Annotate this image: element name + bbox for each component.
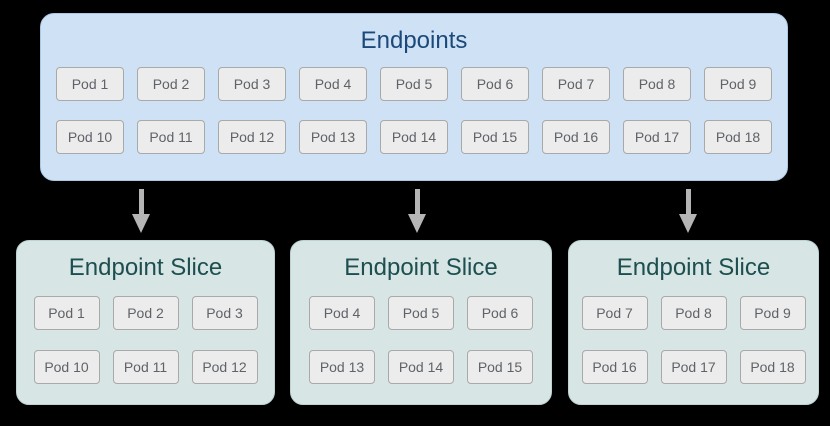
pod-chip: Pod 7: [581, 296, 648, 330]
arrow-head: [408, 214, 426, 233]
endpoint-slice-box-1: Endpoint Slice Pod 1 Pod 2 Pod 3 Pod 10 …: [16, 240, 275, 405]
arrow-down-icon: [408, 189, 427, 233]
slice-1-pod-row-1: Pod 1 Pod 2 Pod 3: [17, 296, 274, 330]
endpoint-slice-title: Endpoint Slice: [616, 254, 771, 281]
pod-chip: Pod 10: [56, 120, 124, 154]
pod-chip: Pod 3: [191, 296, 258, 330]
arrow-shaft: [415, 189, 420, 214]
endpoint-slice-title: Endpoint Slice: [344, 254, 498, 281]
pod-chip: Pod 1: [33, 296, 100, 330]
slice-3-pod-row-2: Pod 16 Pod 17 Pod 18: [569, 350, 818, 384]
endpoint-slice-title: Endpoint Slice: [68, 254, 223, 281]
slice-2-pod-row-2: Pod 13 Pod 14 Pod 15: [291, 350, 551, 384]
pod-chip: Pod 4: [299, 67, 367, 101]
pod-chip: Pod 9: [704, 67, 772, 101]
pod-chip: Pod 13: [309, 350, 375, 384]
pod-chip: Pod 5: [388, 296, 454, 330]
pod-chip: Pod 15: [467, 350, 533, 384]
arrow-down-icon: [679, 189, 698, 233]
arrow-shaft: [686, 189, 691, 214]
pod-chip: Pod 2: [137, 67, 205, 101]
pod-chip: Pod 13: [299, 120, 367, 154]
pod-chip: Pod 17: [660, 350, 727, 384]
pod-chip: Pod 7: [542, 67, 610, 101]
pod-chip: Pod 16: [542, 120, 610, 154]
pod-chip: Pod 6: [461, 67, 529, 101]
slice-1-pod-row-2: Pod 10 Pod 11 Pod 12: [17, 350, 274, 384]
pod-chip: Pod 12: [191, 350, 258, 384]
pod-chip: Pod 5: [380, 67, 448, 101]
pod-chip: Pod 16: [581, 350, 648, 384]
pod-chip: Pod 14: [380, 120, 448, 154]
pod-chip: Pod 14: [388, 350, 454, 384]
endpoint-slice-box-2: Endpoint Slice Pod 4 Pod 5 Pod 6 Pod 13 …: [290, 240, 552, 405]
arrow-head: [679, 214, 697, 233]
pod-chip: Pod 4: [309, 296, 375, 330]
slice-3-pod-row-1: Pod 7 Pod 8 Pod 9: [569, 296, 818, 330]
pod-chip: Pod 10: [33, 350, 100, 384]
pod-chip: Pod 17: [623, 120, 691, 154]
endpoints-title: Endpoints: [360, 27, 468, 54]
pod-chip: Pod 1: [56, 67, 124, 101]
pod-chip: Pod 11: [112, 350, 179, 384]
pod-chip: Pod 8: [660, 296, 727, 330]
pod-chip: Pod 9: [739, 296, 806, 330]
arrow-shaft: [139, 189, 144, 214]
pod-chip: Pod 18: [739, 350, 806, 384]
arrow-head: [132, 214, 150, 233]
pod-chip: Pod 6: [467, 296, 533, 330]
endpoint-slice-box-3: Endpoint Slice Pod 7 Pod 8 Pod 9 Pod 16 …: [568, 240, 819, 405]
pod-chip: Pod 18: [704, 120, 772, 154]
pod-chip: Pod 2: [112, 296, 179, 330]
endpoints-box: Endpoints Pod 1 Pod 2 Pod 3 Pod 4 Pod 5 …: [40, 13, 788, 181]
pod-chip: Pod 8: [623, 67, 691, 101]
arrow-down-icon: [132, 189, 151, 233]
pod-chip: Pod 15: [461, 120, 529, 154]
pod-chip: Pod 3: [218, 67, 286, 101]
slice-2-pod-row-1: Pod 4 Pod 5 Pod 6: [291, 296, 551, 330]
endpoints-pod-row-2: Pod 10 Pod 11 Pod 12 Pod 13 Pod 14 Pod 1…: [41, 120, 787, 154]
endpoints-pod-row-1: Pod 1 Pod 2 Pod 3 Pod 4 Pod 5 Pod 6 Pod …: [41, 67, 787, 101]
pod-chip: Pod 11: [137, 120, 205, 154]
pod-chip: Pod 12: [218, 120, 286, 154]
